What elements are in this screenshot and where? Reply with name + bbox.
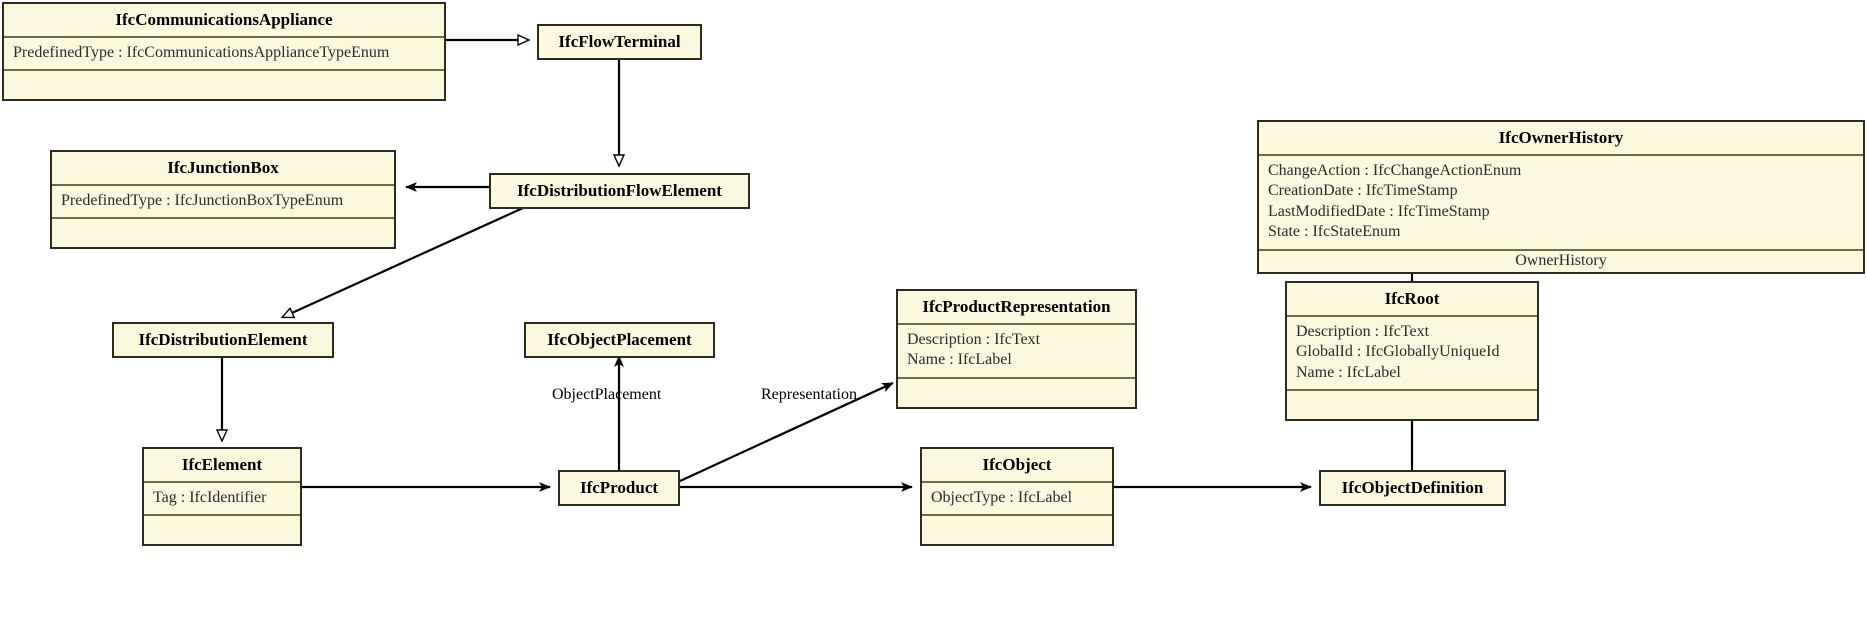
class-attributes: PredefinedType : IfcJunctionBoxTypeEnum [52, 186, 394, 217]
class-operations-empty [922, 516, 1112, 544]
attribute: Name : IfcLabel [907, 351, 1012, 369]
class-title: IfcObjectPlacement [547, 330, 692, 349]
compartment-separator [922, 514, 1112, 517]
attribute: Tag : IfcIdentifier [153, 489, 267, 506]
attribute: Description : IfcText [907, 331, 1041, 348]
class-operations-empty [898, 379, 1135, 407]
attribute: ObjectType : IfcLabel [931, 489, 1073, 506]
class-title: IfcObject [982, 455, 1052, 474]
class-box-ifcjunctionbox[interactable]: IfcJunctionBox PredefinedType : IfcJunct… [50, 150, 396, 250]
compartment-separator [922, 481, 1112, 483]
attribute: Name : IfcLabel [1296, 363, 1401, 381]
class-attributes: Tag : IfcIdentifier [144, 483, 300, 514]
class-box-ifcobject[interactable]: IfcObject ObjectType : IfcLabel [920, 447, 1114, 547]
compartment-separator [4, 69, 444, 72]
class-title: IfcFlowTerminal [558, 32, 681, 51]
class-box-ifcobjectplacement[interactable]: IfcObjectPlacement [524, 322, 715, 358]
class-box-ifcelement[interactable]: IfcElement Tag : IfcIdentifier [142, 447, 302, 547]
class-attributes: Description : IfcText GlobalId : IfcGlob… [1287, 317, 1537, 389]
class-title: IfcJunctionBox [167, 158, 279, 177]
compartment-separator [1259, 248, 1863, 251]
class-box-ifcroot[interactable]: IfcRoot Description : IfcText GlobalId :… [1285, 281, 1539, 422]
attribute: State : IfcStateEnum [1268, 223, 1401, 241]
class-operations-empty [1287, 391, 1537, 419]
class-box-ifcdistributionelement[interactable]: IfcDistributionElement [112, 322, 334, 358]
class-title: IfcRoot [1384, 289, 1440, 308]
class-attributes: ObjectType : IfcLabel [922, 483, 1112, 514]
attribute: PredefinedType : IfcJunctionBoxTypeEnum [61, 192, 344, 209]
class-box-ifcownerhistory[interactable]: IfcOwnerHistory ChangeAction : IfcChange… [1257, 120, 1865, 275]
compartment-separator [4, 36, 444, 38]
compartment-separator [52, 217, 394, 220]
class-box-ifcflowterminal[interactable]: IfcFlowTerminal [537, 24, 702, 60]
class-operations-empty [4, 71, 444, 99]
class-title: IfcOwnerHistory [1498, 128, 1624, 147]
class-title: IfcDistributionElement [138, 330, 308, 349]
association-role-label: OwnerHistory [1515, 251, 1607, 269]
attribute: Description : IfcText [1296, 323, 1430, 340]
edge-label-representation: Representation [761, 386, 857, 403]
edge-label-objectplacement: ObjectPlacement [552, 386, 662, 403]
attribute: GlobalId : IfcGloballyUniqueId [1296, 343, 1500, 361]
class-attributes: ChangeAction : IfcChangeActionEnum Creat… [1259, 156, 1863, 249]
compartment-separator [1287, 389, 1537, 392]
attribute: PredefinedType : IfcCommunicationsApplia… [13, 44, 390, 61]
class-title: IfcProduct [579, 478, 659, 497]
class-title: IfcDistributionFlowElement [517, 181, 722, 200]
class-operations-empty [144, 516, 300, 544]
class-attributes: Description : IfcText Name : IfcLabel [898, 325, 1135, 377]
class-box-ifcproductrepresentation[interactable]: IfcProductRepresentation Description : I… [896, 289, 1137, 409]
class-box-ifcdistributionflowelement[interactable]: IfcDistributionFlowElement [489, 173, 750, 209]
class-box-ifcproduct[interactable]: IfcProduct [558, 470, 680, 506]
compartment-separator [52, 184, 394, 186]
class-title: IfcProductRepresentation [922, 297, 1111, 316]
class-title: IfcCommunicationsAppliance [115, 10, 333, 29]
compartment-separator [898, 376, 1135, 379]
attribute: CreationDate : IfcTimeStamp [1268, 182, 1458, 200]
compartment-separator [1287, 315, 1537, 317]
compartment-separator [1259, 154, 1863, 156]
class-title: IfcElement [181, 455, 263, 474]
class-box-ifccommunicationsappliance[interactable]: IfcCommunicationsAppliance PredefinedTyp… [2, 2, 446, 102]
class-operations-empty [52, 219, 394, 247]
class-attributes: PredefinedType : IfcCommunicationsApplia… [4, 38, 444, 69]
class-title: IfcObjectDefinition [1341, 478, 1484, 497]
compartment-separator [898, 323, 1135, 325]
compartment-separator [144, 514, 300, 517]
attribute: LastModifiedDate : IfcTimeStamp [1268, 202, 1490, 220]
class-box-ifcobjectdefinition[interactable]: IfcObjectDefinition [1319, 470, 1506, 506]
compartment-separator [144, 481, 300, 483]
attribute: ChangeAction : IfcChangeActionEnum [1268, 162, 1522, 179]
